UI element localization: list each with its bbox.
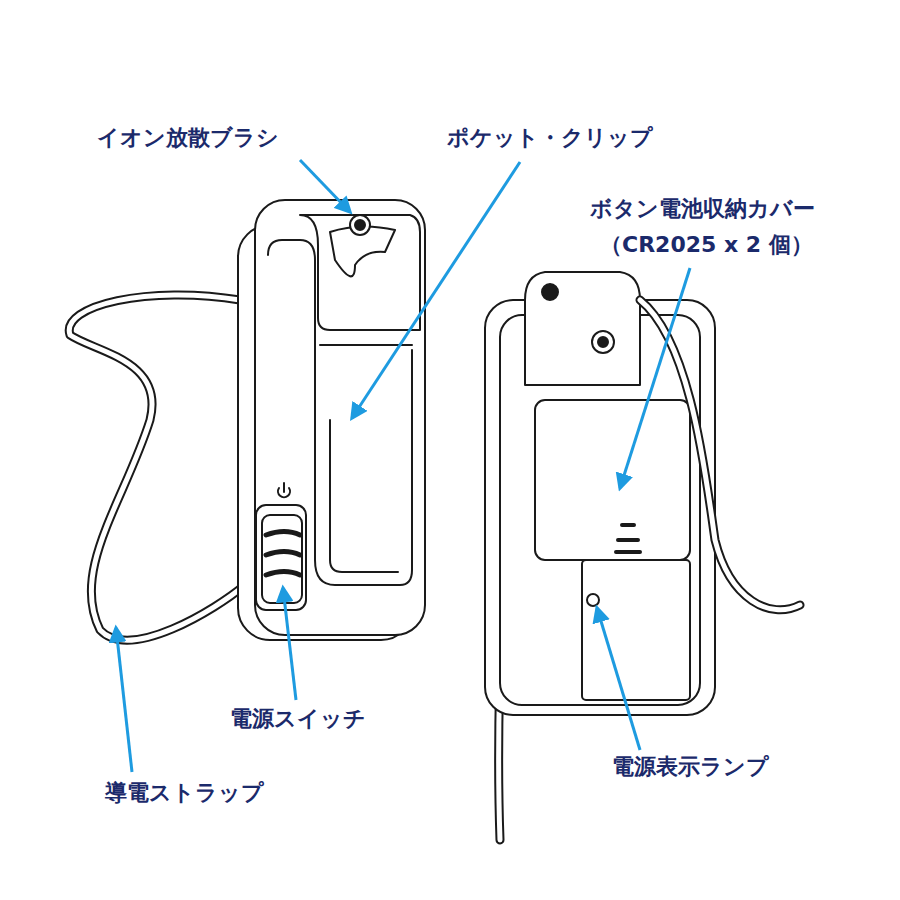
part-label: ボタン電池収納カバー <box>588 196 817 222</box>
part-label: イオン放散ブラシ <box>95 125 281 151</box>
part-label: 導電ストラップ <box>103 780 266 806</box>
part-label: （CR2025 x 2 個） <box>598 232 815 258</box>
part-label: 電源スイッチ <box>228 706 368 732</box>
part-label: ポケット・クリップ <box>445 125 655 151</box>
part-label: 電源表示ランプ <box>610 754 771 780</box>
